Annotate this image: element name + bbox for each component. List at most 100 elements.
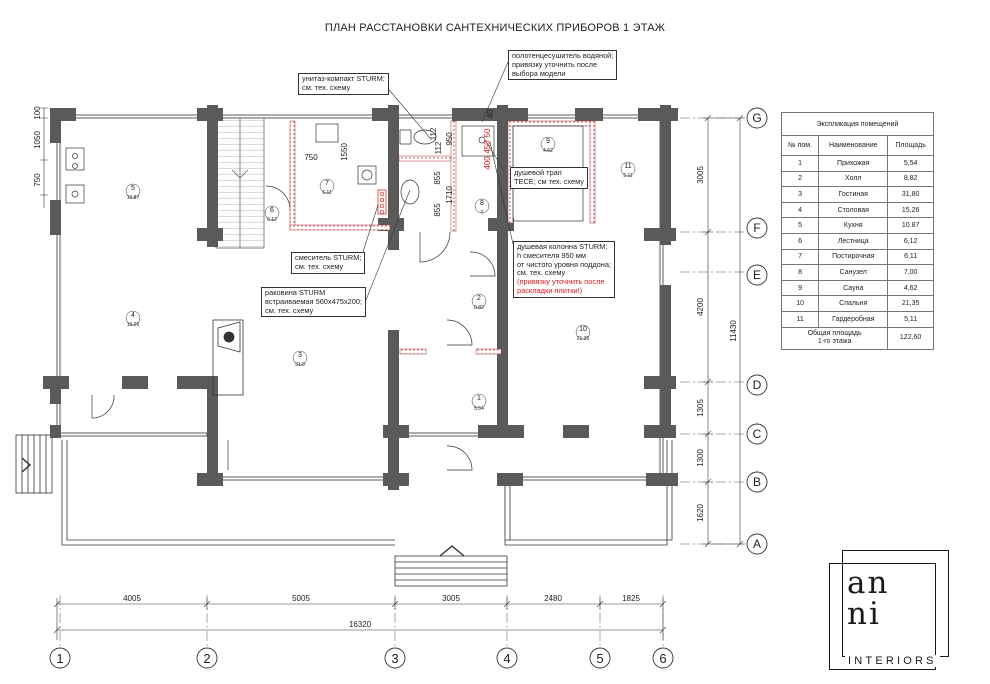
room-area: 5.11 <box>623 173 633 179</box>
room-area: 6.11 <box>322 190 332 196</box>
cell-area: 7,00 <box>887 264 934 281</box>
room-area: 5.54 <box>474 406 484 412</box>
cell-area: 8,82 <box>887 170 934 188</box>
red-mark: 400 <box>483 156 492 170</box>
cell-area: 6,11 <box>887 248 934 266</box>
kitchen-fixtures <box>65 147 85 204</box>
callout-mixer: смеситель STURM; см. тех. схему <box>291 252 366 274</box>
callout-shower-drain: душевой трап TECE; см тех. схему <box>510 167 588 189</box>
cell-name: Санузел <box>818 264 889 281</box>
dim-right: 1305 <box>696 399 705 417</box>
cell-area: 21,35 <box>887 295 934 312</box>
dim-right-total: 11430 <box>729 320 738 342</box>
room-area: 6.12 <box>267 217 277 223</box>
dim-interior: 112 <box>429 127 438 140</box>
callout-sink: раковина STURM встраиваемая 560х475х200;… <box>261 287 367 318</box>
cell-num: 2 <box>780 170 820 188</box>
cell-num: 5 <box>780 217 820 234</box>
leader-lines <box>361 61 514 301</box>
room-tags: 1 5.54 2 8.82 3 31.8 4 15.26 5 10.87 <box>125 136 636 412</box>
axis-label-row: G <box>752 111 761 125</box>
callout-toilet: унитаз-компакт STURM; см. тех. схему <box>298 73 389 95</box>
axis-label-row: D <box>753 378 762 392</box>
cell-name: Холл <box>818 170 889 188</box>
cell-area: 10.87 <box>887 217 934 234</box>
red-mark: 450 <box>483 140 492 154</box>
plumbing-fixtures <box>315 123 495 215</box>
cell-num: 7 <box>780 248 820 266</box>
dim-right: 4200 <box>696 298 705 316</box>
cell-num: 1 <box>780 155 820 172</box>
total-value: 122,60 <box>887 326 934 350</box>
room-area: 7 <box>481 210 484 216</box>
dim-right: 3005 <box>696 166 705 184</box>
dim-interior: 112 <box>434 141 443 154</box>
anni-interiors-logo: an ni INTERIORS <box>829 550 964 672</box>
room-tag: 1 5.54 <box>471 393 487 412</box>
room-number: 6 <box>270 207 274 214</box>
room-area: 21.35 <box>577 336 590 342</box>
callout-towel-warmer: полотенцесушитель водяной; привязку уточ… <box>508 50 618 81</box>
staircase <box>215 117 265 249</box>
dim-bottom: 4005 <box>123 594 141 603</box>
logo-wordmark: INTERIORS <box>845 655 940 667</box>
axis-label-row: C <box>753 427 762 441</box>
cell-num: 8 <box>780 264 820 281</box>
log-walls <box>43 105 678 490</box>
room-number: 1 <box>477 395 481 402</box>
dim-interior: 1710 <box>445 186 454 204</box>
red-marks: 400 450 50 <box>483 128 492 170</box>
dim-left: 100 <box>33 106 42 120</box>
drawing-title: ПЛАН РАССТАНОВКИ САНТЕХНИЧЕСКИХ ПРИБОРОВ… <box>324 22 666 34</box>
cell-name: Кухня <box>818 217 889 234</box>
cell-num: 3 <box>780 186 820 203</box>
room-tag: 4 15.26 <box>125 310 141 328</box>
axis-label-row: E <box>753 268 761 282</box>
room-tag: 3 31.8 <box>292 350 308 368</box>
total-label: Общая площадь 1-го этажа <box>780 326 889 350</box>
room-number: 4 <box>131 312 135 319</box>
cell-name: Сауна <box>818 279 889 297</box>
explication-table: Экспликация помещений № пом. Наименовани… <box>780 112 934 350</box>
dim-bottom: 2480 <box>544 594 562 603</box>
dimension-texts: 4005 5005 3005 2480 1825 16320 3005 4200… <box>33 106 738 629</box>
row-axis-labels: G F E D C B A <box>752 111 761 551</box>
axis-label-col: 1 <box>56 651 63 666</box>
room-number: 10 <box>579 326 587 333</box>
cell-area: 5,54 <box>887 155 934 172</box>
red-mark: 50 <box>483 128 492 137</box>
cell-area: 4,62 <box>887 279 934 297</box>
room-number: 3 <box>298 352 302 359</box>
room-area: 8.82 <box>474 305 484 311</box>
dim-right: 1300 <box>696 449 705 467</box>
room-area: 15.26 <box>127 322 140 328</box>
dim-interior: 40 <box>486 109 495 118</box>
axis-label-col: 4 <box>503 651 510 666</box>
cell-area: 31,80 <box>887 186 934 203</box>
axis-label-col: 2 <box>203 651 210 666</box>
dim-bottom: 1825 <box>622 594 640 603</box>
dim-interior: 855 <box>433 203 442 217</box>
dim-right: 1620 <box>696 504 705 522</box>
room-tag: 8 7 <box>474 198 490 216</box>
cell-num: 10 <box>780 295 820 312</box>
logo-monogram: an ni <box>847 568 889 630</box>
cell-num: 9 <box>780 279 820 297</box>
dim-left: 750 <box>33 173 42 187</box>
room-area: 4.62 <box>543 148 553 154</box>
cell-area: 6,12 <box>887 232 934 250</box>
grid-lines <box>59 117 745 650</box>
cell-name: Гостиная <box>818 186 889 203</box>
logo-monogram-line: ni <box>847 596 881 632</box>
cell-name: Гардеробная <box>818 310 889 328</box>
cell-area: 15,26 <box>887 201 934 219</box>
room-number: 7 <box>325 180 329 187</box>
